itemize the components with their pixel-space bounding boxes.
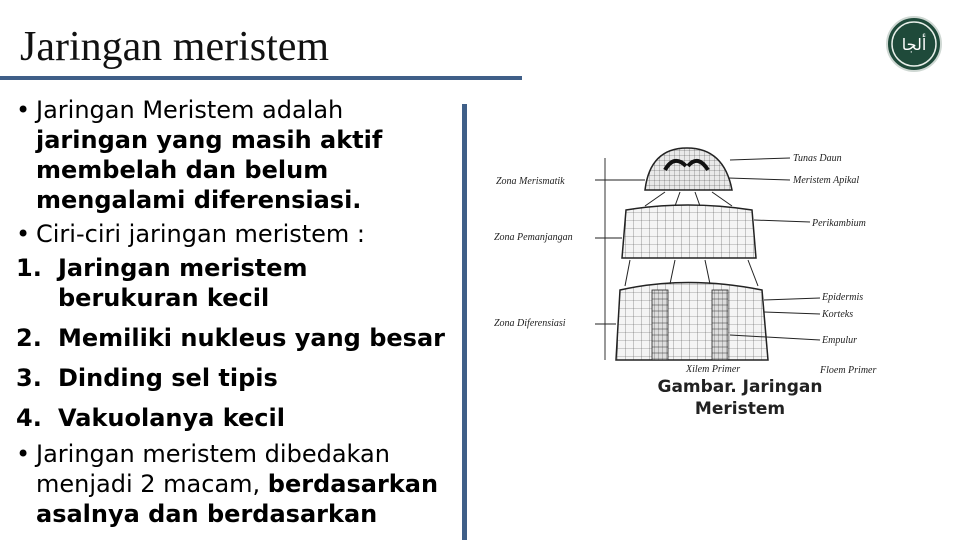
numbered-item-4: 4. Vakuolanya kecil bbox=[16, 399, 466, 439]
label-zona-pemanjangan: Zona Pemanjangan bbox=[494, 232, 573, 243]
bullet-3: • Jaringan meristem dibedakan bbox=[16, 439, 466, 469]
label-epidermis: Epidermis bbox=[821, 292, 863, 303]
meristem-diagram: Zona Merismatik Zona Pemanjangan Zona Di… bbox=[494, 147, 876, 376]
apical-dome bbox=[644, 147, 733, 191]
label-meristem-apikal: Meristem Apikal bbox=[792, 175, 859, 186]
bullet-1-line-3: membelah dan belum bbox=[36, 156, 329, 184]
numbered-item-2: 2. Memiliki nukleus yang besar bbox=[16, 319, 466, 359]
item-number: 2. bbox=[16, 324, 42, 352]
numbered-item-1: 1. Jaringan meristem bbox=[16, 253, 466, 283]
bullet-1-line-2: jaringan yang masih aktif bbox=[36, 126, 383, 154]
elongation-zone bbox=[621, 204, 757, 259]
numbered-item-4-text: Vakuolanya kecil bbox=[58, 404, 285, 432]
numbered-item-3: 3. Dinding sel tipis bbox=[16, 359, 466, 399]
bullet-1-line-4: mengalami diferensiasi. bbox=[36, 186, 362, 214]
bullet-2: • Ciri-ciri jaringan meristem : bbox=[16, 215, 466, 253]
item-number: 4. bbox=[16, 404, 42, 432]
bullet-3-line-3: asalnya dan berdasarkan bbox=[36, 500, 378, 528]
column-divider bbox=[462, 104, 467, 540]
bullet-1: • Jaringan Meristem adalah bbox=[16, 95, 466, 125]
figure-caption: Gambar. Jaringan Meristem bbox=[640, 376, 840, 420]
bullet-marker: • bbox=[16, 96, 31, 124]
bullet-3-line-2-bold: berdasarkan bbox=[267, 470, 439, 498]
bullet-3-line-1: Jaringan meristem dibedakan bbox=[36, 440, 390, 468]
numbered-item-1-line-1: Jaringan meristem bbox=[58, 254, 308, 282]
label-perikambium: Perikambium bbox=[811, 218, 866, 229]
label-floem-primer: Floem Primer bbox=[819, 365, 876, 376]
numbered-item-3-text: Dinding sel tipis bbox=[58, 364, 278, 392]
label-xilem-primer: Xilem Primer bbox=[685, 364, 740, 375]
figure-caption-line-2: Meristem bbox=[694, 399, 786, 419]
item-number: 1. bbox=[16, 254, 42, 282]
logo-text: ﺃﻟﺠﺎ bbox=[902, 33, 927, 54]
slide-title: Jaringan meristem bbox=[20, 24, 330, 70]
item-number: 3. bbox=[16, 364, 42, 392]
slide-body: • Jaringan Meristem adalah jaringan yang… bbox=[16, 95, 466, 529]
label-tunas-daun: Tunas Daun bbox=[793, 153, 842, 164]
bullet-2-line-1: Ciri-ciri jaringan meristem : bbox=[36, 220, 366, 248]
differentiation-zone bbox=[615, 281, 769, 361]
bullet-3-line-2-normal: menjadi 2 macam, bbox=[36, 470, 268, 498]
label-empulur: Empulur bbox=[821, 335, 857, 346]
label-zona-merismatik: Zona Merismatik bbox=[496, 176, 565, 187]
figure-caption-line-1: Gambar. Jaringan bbox=[657, 377, 823, 397]
label-korteks: Korteks bbox=[821, 309, 853, 320]
bullet-3-line-2: menjadi 2 macam, berdasarkan bbox=[16, 469, 466, 499]
title-underline bbox=[0, 76, 522, 80]
institution-logo: ﺃﻟﺠﺎ bbox=[886, 16, 942, 72]
numbered-item-2-text: Memiliki nukleus yang besar bbox=[58, 324, 445, 352]
numbered-item-1-line-2: berukuran kecil bbox=[58, 284, 270, 312]
label-zona-diferensiasi: Zona Diferensiasi bbox=[494, 318, 566, 329]
bullet-marker: • bbox=[16, 440, 31, 468]
bullet-marker: • bbox=[16, 220, 31, 248]
bullet-1-line-1: Jaringan Meristem adalah bbox=[36, 96, 344, 124]
